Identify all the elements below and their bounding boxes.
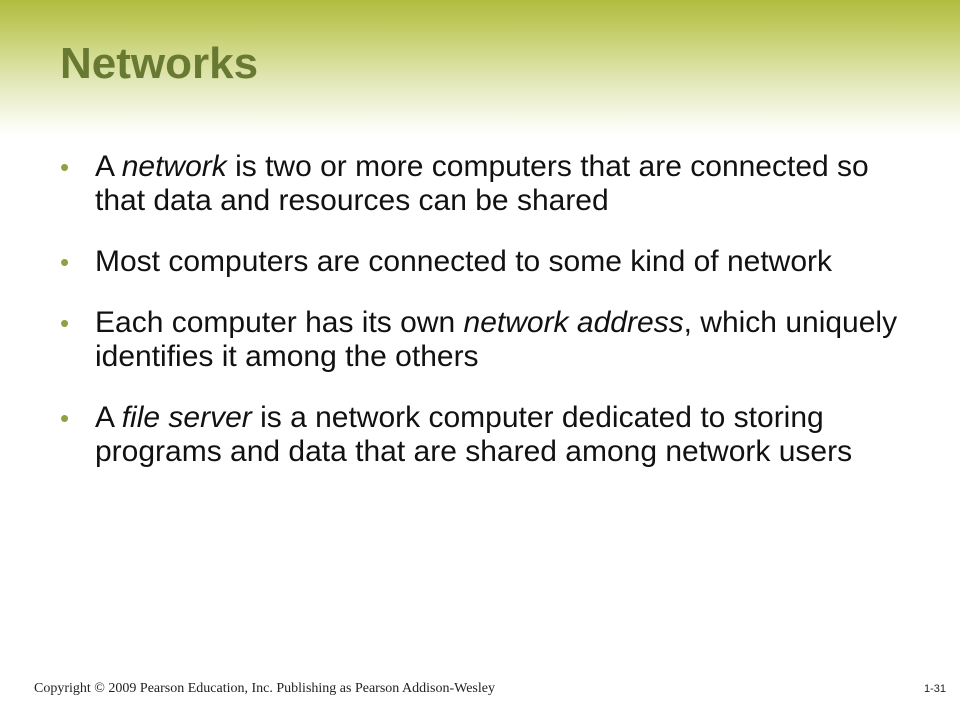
slide-title: Networks: [60, 39, 259, 88]
bullet-dot-icon: •: [60, 403, 70, 433]
bullet-segment: A: [95, 401, 122, 434]
bullet-segment: is two or more computers that are connec…: [95, 150, 869, 217]
bullet-item: • A network is two or more computers tha…: [60, 150, 920, 218]
emphasized-term: network: [121, 150, 227, 183]
bullet-segment: Each computer has its own: [95, 306, 464, 339]
bullet-item: • A file server is a network computer de…: [60, 401, 920, 469]
bullet-segment: Most computers are connected to some kin…: [95, 245, 833, 278]
emphasized-term: network address: [463, 306, 684, 339]
bullet-text: Most computers are connected to some kin…: [95, 245, 832, 278]
bullet-dot-icon: •: [60, 247, 70, 277]
bullet-text: A network is two or more computers that …: [95, 150, 869, 217]
bullet-list: • A network is two or more computers tha…: [60, 150, 920, 496]
bullet-dot-icon: •: [60, 308, 70, 338]
bullet-text: Each computer has its own network addres…: [95, 306, 897, 373]
bullet-segment: is a network computer dedicated to stori…: [95, 401, 853, 468]
footer-copyright: Copyright © 2009 Pearson Education, Inc.…: [34, 681, 495, 696]
bullet-text: A file server is a network computer dedi…: [95, 401, 852, 468]
bullet-dot-icon: •: [60, 152, 70, 182]
bullet-segment: , which uniquely identifies it among the…: [95, 306, 898, 373]
bullet-item: • Most computers are connected to some k…: [60, 245, 920, 279]
bullet-segment: A: [95, 150, 122, 183]
bullet-item: • Each computer has its own network addr…: [60, 306, 920, 374]
page-number: 1-31: [923, 683, 946, 695]
title-band: [0, 0, 960, 135]
emphasized-term: file server: [121, 401, 252, 434]
